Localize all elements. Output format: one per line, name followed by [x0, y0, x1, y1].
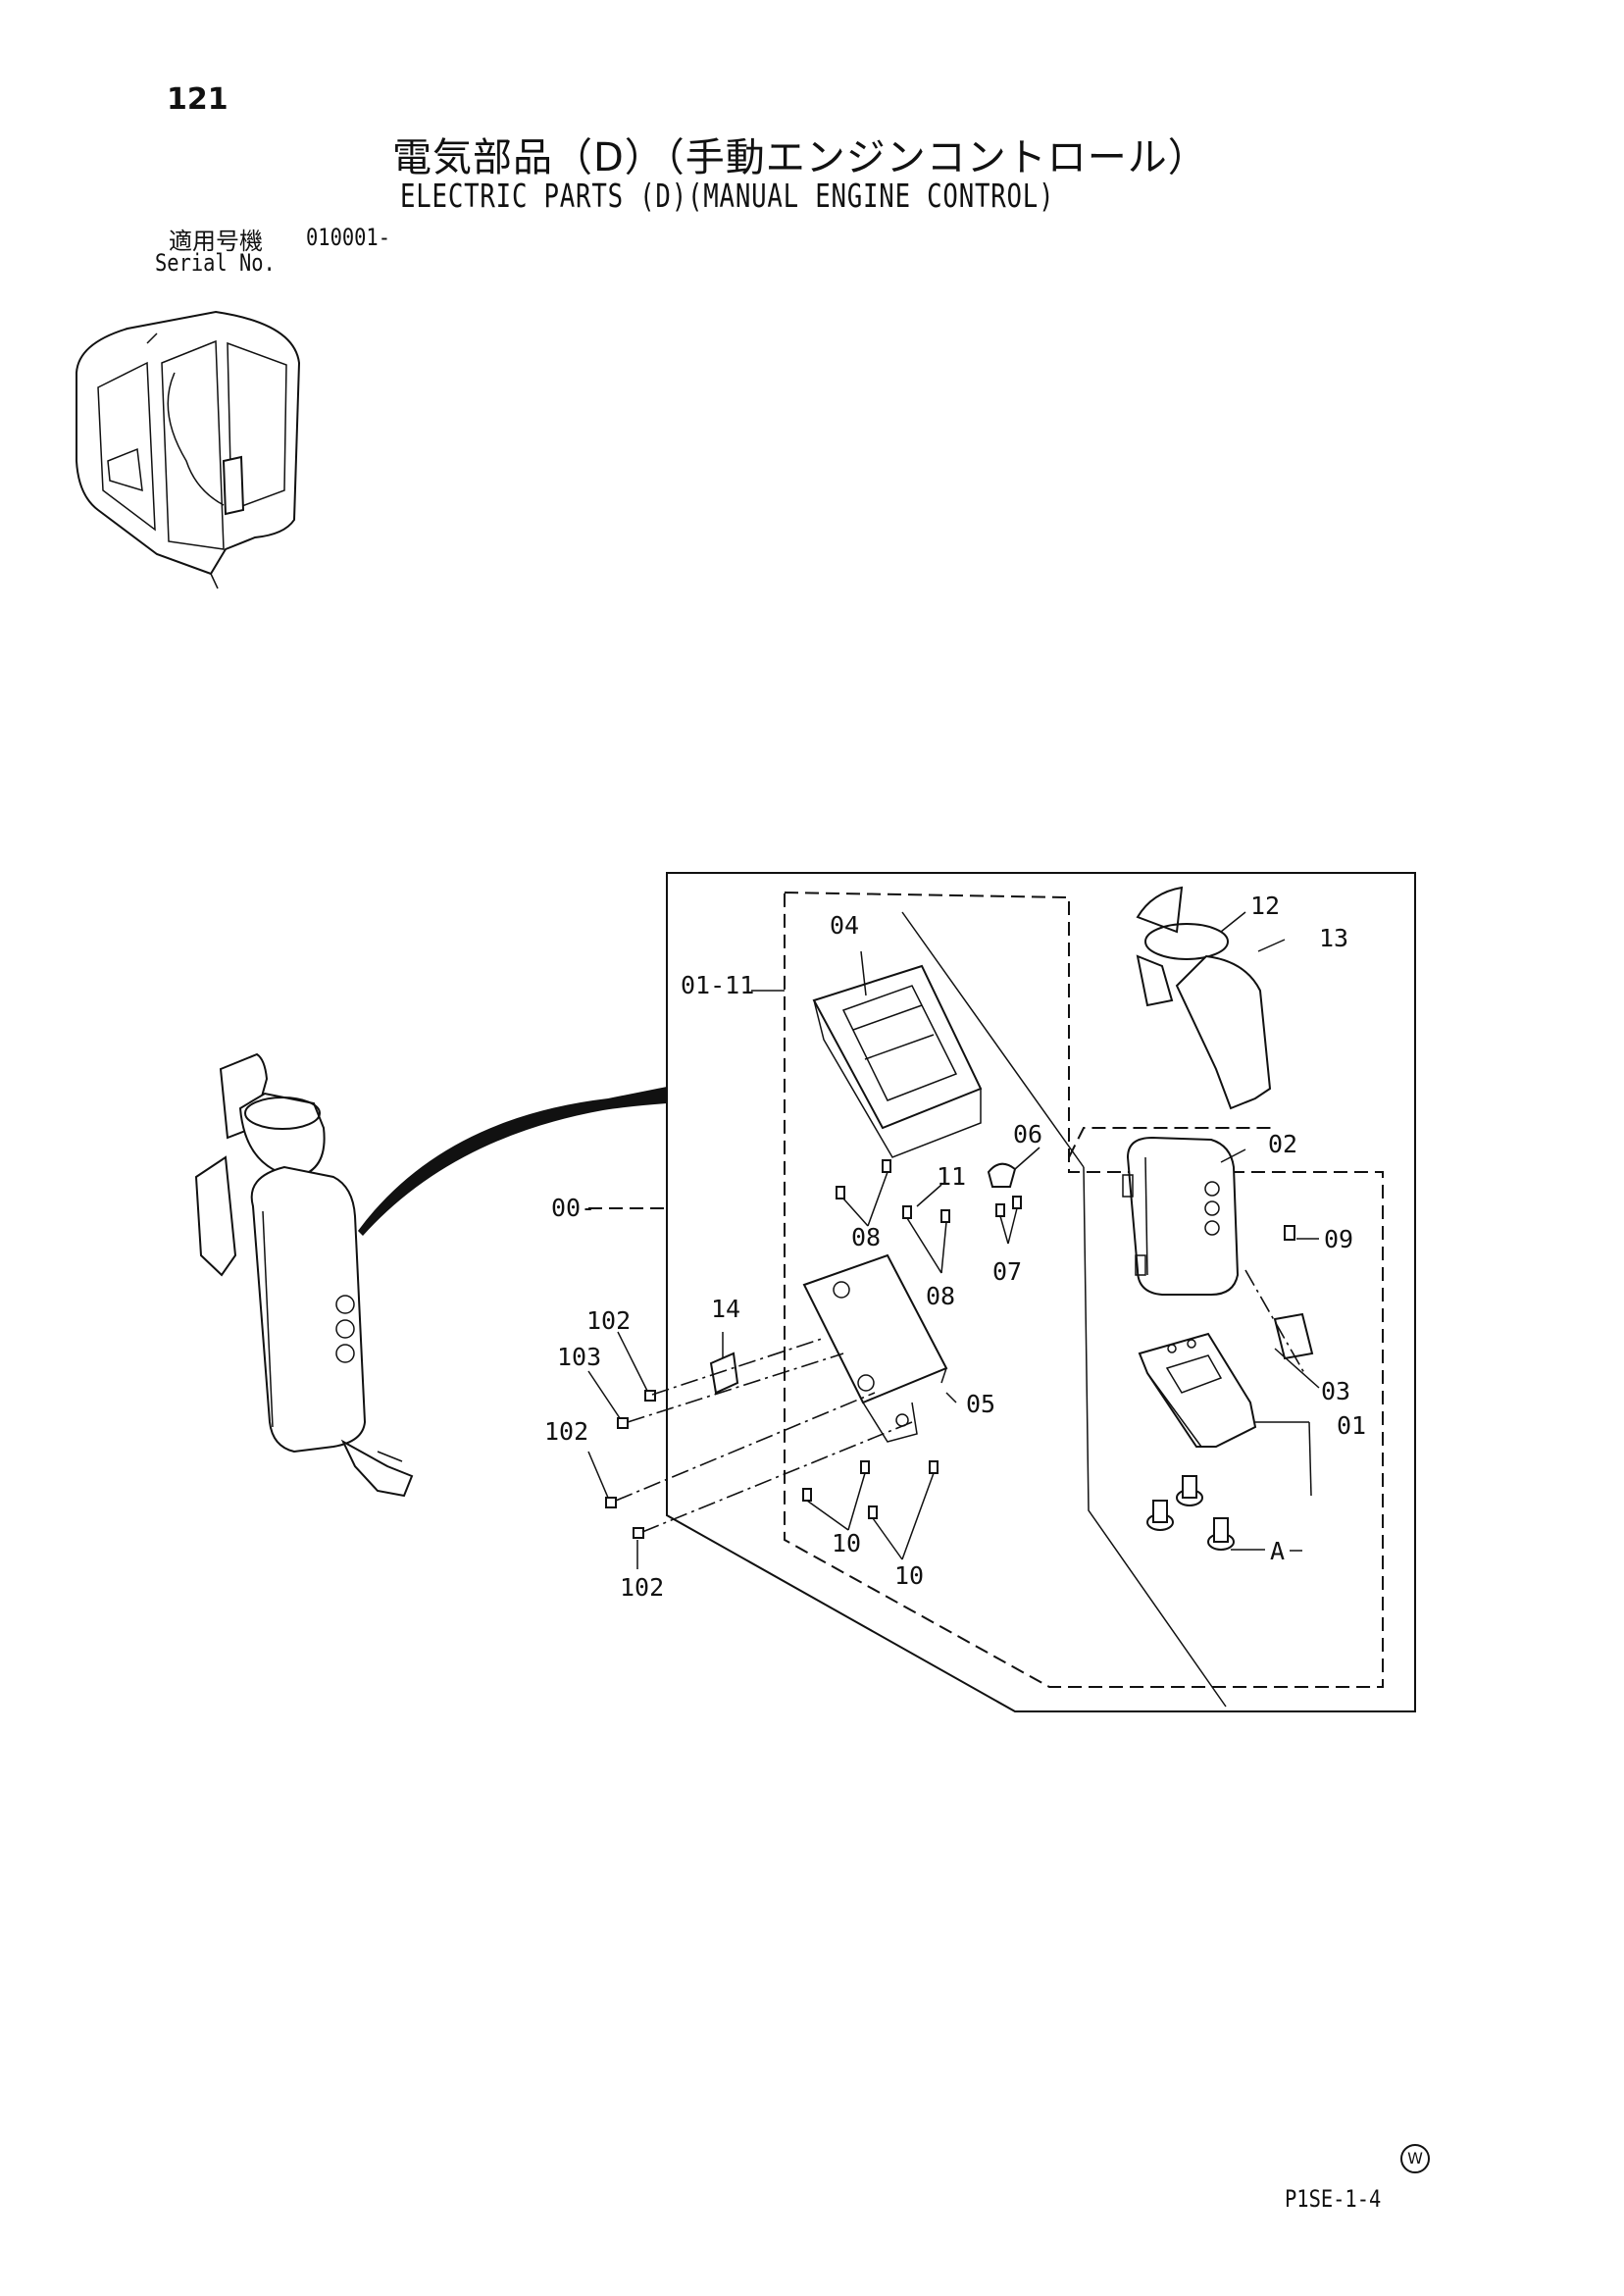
- callout-04: 04: [830, 911, 859, 940]
- callout-06: 06: [1013, 1120, 1042, 1148]
- cab-thumbnail-illustration: [76, 310, 301, 589]
- callout-10-right: 10: [894, 1561, 924, 1590]
- callout-01: 01: [1337, 1411, 1366, 1440]
- page-title-japanese: 電気部品（D）（手動エンジンコントロール）: [392, 135, 1208, 180]
- callout-13: 13: [1319, 924, 1348, 952]
- sub-assembly-outlines: [784, 891, 1384, 1708]
- callout-09: 09: [1324, 1225, 1353, 1253]
- callout-08-upper: 08: [851, 1223, 881, 1251]
- page-title-english: ELECTRIC PARTS (D)(MANUAL ENGINE CONTROL…: [400, 177, 1055, 215]
- callout-10-left: 10: [832, 1529, 861, 1557]
- callout-102-bottom: 102: [620, 1573, 664, 1602]
- console-assembly-illustration: [194, 1052, 414, 1498]
- part-14-plate: [709, 1352, 739, 1395]
- serial-label-japanese: 適用号機: [169, 228, 263, 255]
- knob-parts: [1146, 1475, 1235, 1551]
- serial-number-value: 010001-: [306, 224, 390, 251]
- callout-103: 103: [557, 1343, 601, 1371]
- part-01-unit: [1138, 1332, 1257, 1448]
- page-number: 121: [167, 82, 228, 117]
- callout-01-11: 01-11: [681, 971, 754, 999]
- callout-08-lower: 08: [926, 1282, 955, 1310]
- callout-00: 00-: [551, 1194, 595, 1222]
- callout-05: 05: [966, 1390, 995, 1418]
- callout-A: A: [1270, 1537, 1285, 1565]
- callout-03: 03: [1321, 1377, 1350, 1405]
- small-screws: [605, 1159, 1314, 1539]
- part-02-panel: [1122, 1136, 1240, 1296]
- callout-07: 07: [992, 1257, 1022, 1286]
- callout-102-top: 102: [586, 1306, 631, 1335]
- callout-02: 02: [1268, 1130, 1297, 1158]
- document-code: P1SE-1-4: [1285, 2185, 1382, 2213]
- connector-arrow: [358, 1087, 667, 1236]
- callout-14: 14: [711, 1295, 740, 1323]
- assembly-lines: [615, 1269, 1305, 1533]
- serial-label-english: Serial No.: [155, 249, 276, 277]
- callout-labels: 04 01-11 12 13 02 06 11 08 08 07 09 00- …: [544, 892, 1366, 1602]
- part-05-bracket: [802, 1253, 948, 1443]
- leader-lines: [587, 911, 1320, 1569]
- part-06-clamp: [987, 1162, 1017, 1188]
- detail-frame: [666, 872, 1416, 1712]
- callout-11: 11: [937, 1162, 966, 1191]
- manufacturer-mark: W: [1400, 2144, 1430, 2173]
- callout-12: 12: [1250, 892, 1280, 920]
- part-04-box: [812, 964, 983, 1158]
- callout-102-middle: 102: [544, 1417, 588, 1446]
- part-12-cover: [1136, 886, 1272, 1110]
